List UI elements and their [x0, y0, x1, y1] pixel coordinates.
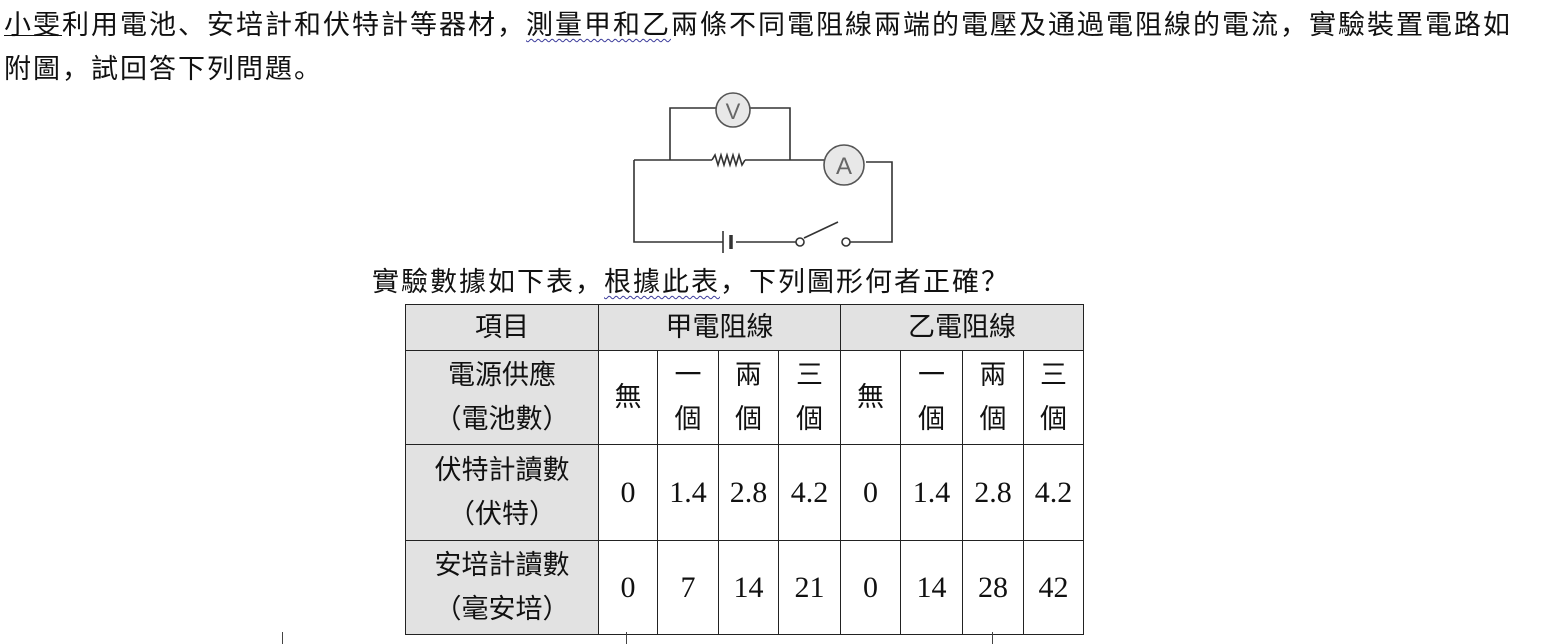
table-cell: 三個: [1023, 350, 1084, 445]
graph-axis-fragment: [992, 632, 993, 644]
circuit-diagram: V A: [633, 92, 893, 253]
problem-statement: 小雯利用電池、安培計和伏特計等器材，測量甲和乙兩條不同電阻線兩端的電壓及通過電阻…: [4, 4, 1538, 92]
experiment-data-table: 項目 甲電阻線 乙電阻線 電源供應 （電池數） 無 一個 兩個 三個 無 一個 …: [405, 304, 1084, 635]
table-cell: 三個: [778, 350, 841, 445]
table-cell: 4.2: [1023, 444, 1084, 541]
statement-part-3: 兩條不同電阻線兩端的電壓及通過電阻線的電流，實驗裝置電路如附圖，試回答下列問題。: [4, 10, 1512, 85]
graph-axis-fragment: [282, 632, 283, 644]
voltmeter-label: V: [726, 99, 741, 124]
table-cell: 兩個: [718, 350, 779, 445]
table-cell: 兩個: [962, 350, 1024, 445]
question-part-2: ，下列圖形何者正確？: [720, 267, 1010, 298]
ammeter-label: A: [836, 153, 852, 180]
header-wire-b: 乙電阻線: [840, 304, 1084, 351]
row-label-power: 電源供應 （電池數）: [405, 350, 599, 445]
header-wire-a: 甲電阻線: [598, 304, 841, 351]
table-cell: 0: [598, 540, 658, 635]
switch-symbol: [803, 221, 839, 239]
graph-axis-fragment: [626, 632, 627, 644]
table-header-row: 項目 甲電阻線 乙電阻線: [405, 304, 1084, 351]
table-cell: 21: [778, 540, 841, 635]
table-cell: 0: [598, 444, 658, 541]
header-item: 項目: [405, 304, 599, 351]
table-cell: 2.8: [718, 444, 779, 541]
row-label-voltage: 伏特計讀數 （伏特）: [405, 444, 599, 541]
table-cell: 4.2: [778, 444, 841, 541]
table-cell: 0: [840, 540, 901, 635]
table-cell: 0: [840, 444, 901, 541]
table-cell: 7: [657, 540, 719, 635]
table-cell: 無: [598, 350, 658, 445]
table-cell: 14: [900, 540, 963, 635]
table-cell: 一個: [900, 350, 963, 445]
table-cell: 一個: [657, 350, 719, 445]
student-name: 小雯: [4, 10, 62, 41]
question-text: 實驗數據如下表，根據此表，下列圖形何者正確？: [372, 260, 1010, 299]
ammeter-icon: [823, 144, 865, 186]
table-row: 安培計讀數 （毫安培） 0 7 14 21 0 14 28 42: [405, 540, 1084, 635]
question-part-1: 實驗數據如下表，: [372, 267, 604, 298]
table-cell: 2.8: [962, 444, 1024, 541]
table-cell: 1.4: [657, 444, 719, 541]
statement-part-2: 測量甲和乙: [526, 10, 671, 41]
table-cell: 14: [718, 540, 779, 635]
table-cell: 28: [962, 540, 1024, 635]
row-label-current: 安培計讀數 （毫安培）: [405, 540, 599, 635]
table-row: 伏特計讀數 （伏特） 0 1.4 2.8 4.2 0 1.4 2.8 4.2: [405, 444, 1084, 541]
table-cell: 無: [840, 350, 901, 445]
table-cell: 42: [1023, 540, 1084, 635]
question-underlined: 根據此表: [604, 267, 720, 298]
statement-part-1: 利用電池、安培計和伏特計等器材，: [62, 10, 526, 41]
resistor-symbol: [711, 152, 746, 168]
voltmeter-icon: [715, 92, 751, 128]
table-row: 電源供應 （電池數） 無 一個 兩個 三個 無 一個 兩個 三個: [405, 350, 1084, 445]
table-cell: 1.4: [900, 444, 963, 541]
